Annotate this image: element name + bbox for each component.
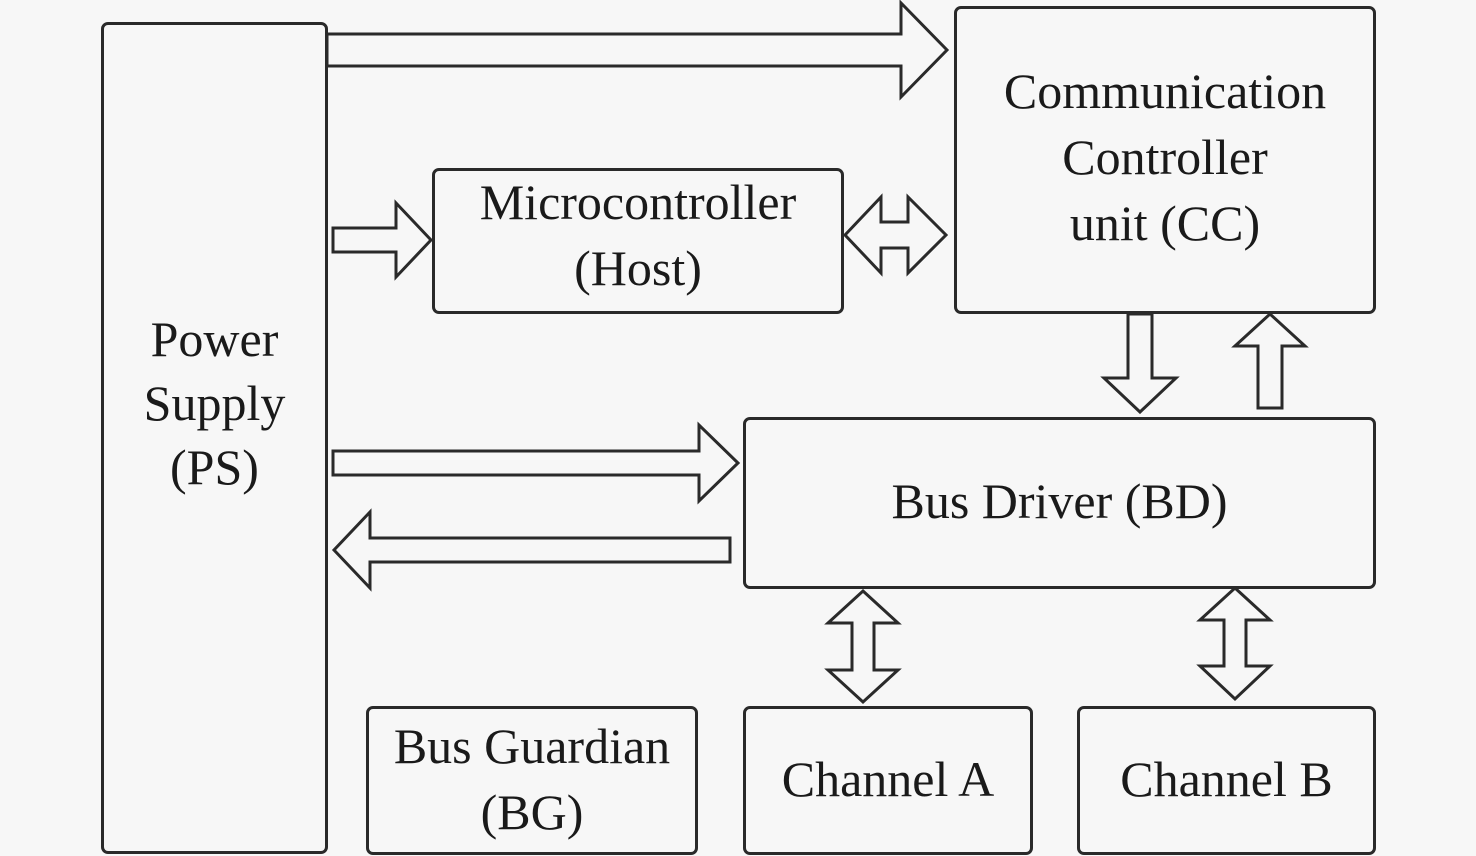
microcontroller-host-block: Microcontroller (Host): [432, 168, 844, 314]
bus-guardian-label: Bus Guardian (BG): [393, 717, 671, 840]
power-supply-label: Power Supply (PS): [143, 311, 286, 495]
bus-driver-label: Bus Driver (BD): [891, 473, 1228, 529]
communication-controller-label: Communication Controller unit (CC): [1003, 63, 1327, 251]
arrow-bd-to-cc: [1231, 311, 1309, 410]
power-supply-block: Power Supply (PS): [101, 22, 328, 854]
communication-controller-block: Communication Controller unit (CC): [954, 6, 1376, 314]
arrow-bd-channel-a-bidirectional: [824, 588, 902, 705]
bus-guardian-block: Bus Guardian (BG): [366, 706, 698, 855]
microcontroller-host-label: Microcontroller (Host): [479, 174, 797, 296]
arrow-cc-to-bd: [1100, 312, 1180, 415]
channel-a-label: Channel A: [781, 750, 995, 807]
channel-b-block: Channel B: [1077, 706, 1376, 855]
arrow-ps-to-host: [331, 199, 434, 281]
arrow-ps-to-cc: [325, 0, 950, 101]
arrow-bd-channel-b-bidirectional: [1196, 585, 1274, 702]
channel-a-block: Channel A: [743, 706, 1033, 855]
arrow-host-cc-bidirectional: [842, 193, 949, 277]
arrow-bd-to-ps: [331, 508, 732, 592]
bus-driver-block: Bus Driver (BD): [743, 417, 1376, 589]
channel-b-label: Channel B: [1120, 750, 1333, 807]
arrow-ps-to-bd: [331, 421, 741, 505]
